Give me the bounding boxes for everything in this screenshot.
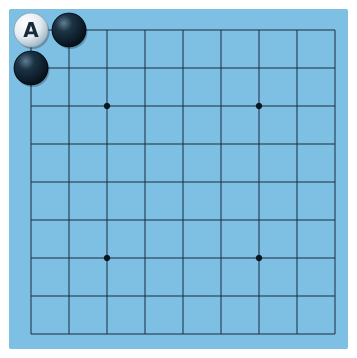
stone-label: A: [23, 18, 39, 42]
star-point: [256, 255, 262, 261]
stone-body: [52, 13, 86, 47]
star-point: [104, 255, 110, 261]
star-point: [104, 103, 110, 109]
star-point: [256, 103, 262, 109]
stone-body: [14, 51, 48, 85]
